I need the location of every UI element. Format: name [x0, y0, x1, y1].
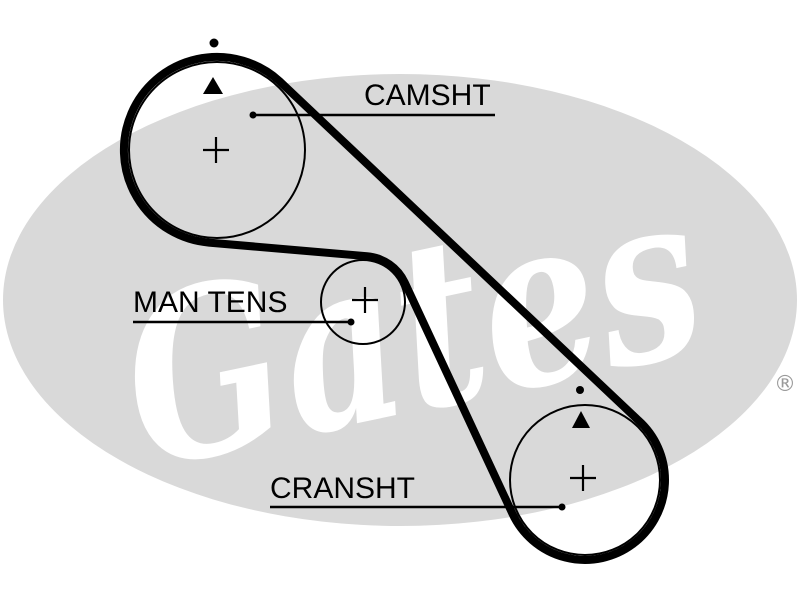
crankshaft-label: CRANSHT: [270, 472, 415, 505]
crankshaft-pulley: [509, 404, 661, 556]
timing-belt: [119, 53, 669, 564]
camshaft-pulley: [128, 61, 306, 239]
tensioner-leader-dot: [347, 318, 355, 326]
registered-mark: ®: [774, 372, 796, 397]
crankshaft-center-mark: [570, 465, 596, 491]
tensioner-label: MAN TENS: [133, 286, 287, 319]
camshaft-center-mark: [203, 137, 229, 163]
logo-ellipse: [3, 74, 797, 526]
camshaft-timing-dot: [209, 38, 219, 48]
camshaft-timing-triangle: [203, 77, 223, 94]
crankshaft-leader-dot: [558, 503, 566, 511]
camshaft-leader-dot: [249, 111, 257, 119]
camshaft-label: CAMSHT: [364, 79, 491, 112]
tensioner-center-mark: [352, 287, 378, 313]
crankshaft-timing-triangle: [572, 411, 590, 428]
crankshaft-timing-dot: [576, 386, 584, 394]
tensioner-pulley: [320, 259, 406, 345]
